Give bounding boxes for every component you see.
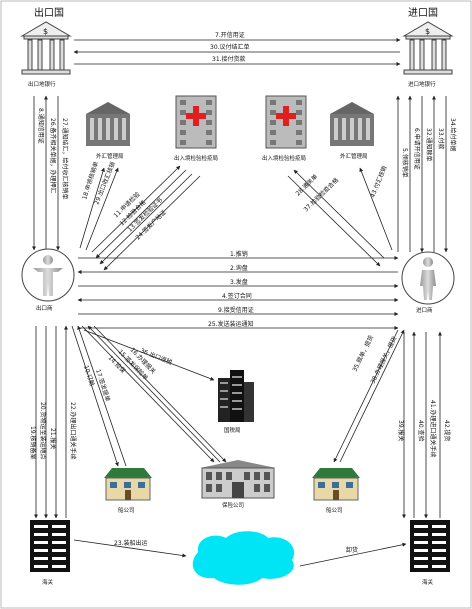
importer-shipping-label: 船公司 [326,506,343,514]
importer-shipping-company-icon [312,468,360,500]
exporter-shipping-company-icon [104,468,152,500]
flow-20-label: 20.货物运至装运地点 [39,402,47,460]
flow-2-label: 2.询盘 [230,264,248,272]
importer-label: 进口商 [416,306,433,314]
insurance-company-icon [200,460,276,498]
flow-22-label: 22.办理出口通关手续 [69,402,77,460]
importer-country-label: 进口国 [408,7,438,19]
importer-bank-label: 进口地银行 [408,80,436,88]
flow-43-label: 43.付汇核销 [368,165,388,199]
importer-inspection-bureau-icon [266,96,306,148]
flow-9-label: 9.接受信用证 [218,306,254,314]
flow-38-arrow [340,330,404,462]
importer-forex-bureau-icon [330,102,374,146]
importer-bank-icon: $ [404,22,452,74]
flow-23-label: 23.装船出运 [114,539,148,547]
flow-10-label: 10.订舱 [82,364,96,387]
flow-6-label: 6.申请开信用证 [413,128,421,170]
svg-text:$: $ [425,27,430,36]
flow-34-label: 34.给付单据 [449,118,457,152]
flow-38-label: 38.办理报关，提货 [369,335,399,385]
flow-4-label: 4.签订合同 [222,292,252,300]
importer-inspection-label: 出入境检验检疫局 [262,154,306,162]
flow-40-label: 40.查验 [417,420,425,442]
sea-shape [193,531,294,585]
exporter-inspection-label: 出入境检验检疫局 [174,154,218,162]
insurance-label: 保险公司 [222,501,244,509]
exporter-bank-icon: $ [22,22,70,74]
tax-bureau-label: 国税局 [224,426,241,434]
flow-10-arrow [72,326,118,466]
exporter-label: 出口商 [36,304,53,312]
flow-32-label: 32.通知赎单 [425,128,433,162]
importer-customs-icon [410,520,450,572]
flow-8-label: 8.通知信用证 [37,108,45,144]
flow-16-arrow [94,326,226,462]
exporter-forex-bureau-icon [86,102,130,146]
importer-person-icon [402,252,454,304]
exporter-forex-label: 外汇管理局 [96,152,124,160]
flow-31-label: 31.接付货款 [212,55,246,63]
importer-customs-label: 海关 [422,578,434,586]
flow-17-label: 17.签发提单 [94,368,112,402]
exporter-country-label: 出口国 [34,6,64,19]
flow-26-label: 26.备齐相关单据，办理押汇 [49,118,57,194]
flow-30-label: 30.议付结汇单 [210,43,250,51]
flow-27-label: 27.通知结汇，给付收汇核销单 [61,118,69,200]
flow-39-label: 39.报关 [397,420,405,442]
flow-5-label: 5.领核销单 [401,148,409,178]
importer-forex-label: 外汇管理局 [340,152,368,160]
flow-25-label: 25.发送装运通知 [208,320,254,328]
flow-3-label: 3.发盘 [230,278,248,286]
flow-7-label: 7.开信用证 [215,31,245,39]
svg-text:$: $ [43,27,48,36]
exporter-shipping-label: 船公司 [118,506,135,514]
exporter-inspection-bureau-icon [176,96,216,148]
exporter-person-icon [22,249,74,301]
flow-37-arrow [288,176,380,266]
exporter-bank-label: 出口地银行 [28,80,56,88]
flow-19-label: 19.核销备案 [29,426,37,460]
flow-33-label: 33.付款 [437,128,445,150]
unload-label: 卸货 [346,546,358,554]
flow-1-label: 1.推销 [230,250,248,258]
flow-35-label: 35.赎单，提货 [351,334,376,373]
exporter-customs-icon [30,520,70,572]
flow-42-label: 42.提货 [443,420,451,442]
exporter-customs-label: 海关 [42,578,54,586]
flow-41-label: 41.办理进口通关手续 [429,400,437,458]
tax-bureau-icon [218,370,254,422]
flow-21-label: 21.报关 [49,428,57,450]
